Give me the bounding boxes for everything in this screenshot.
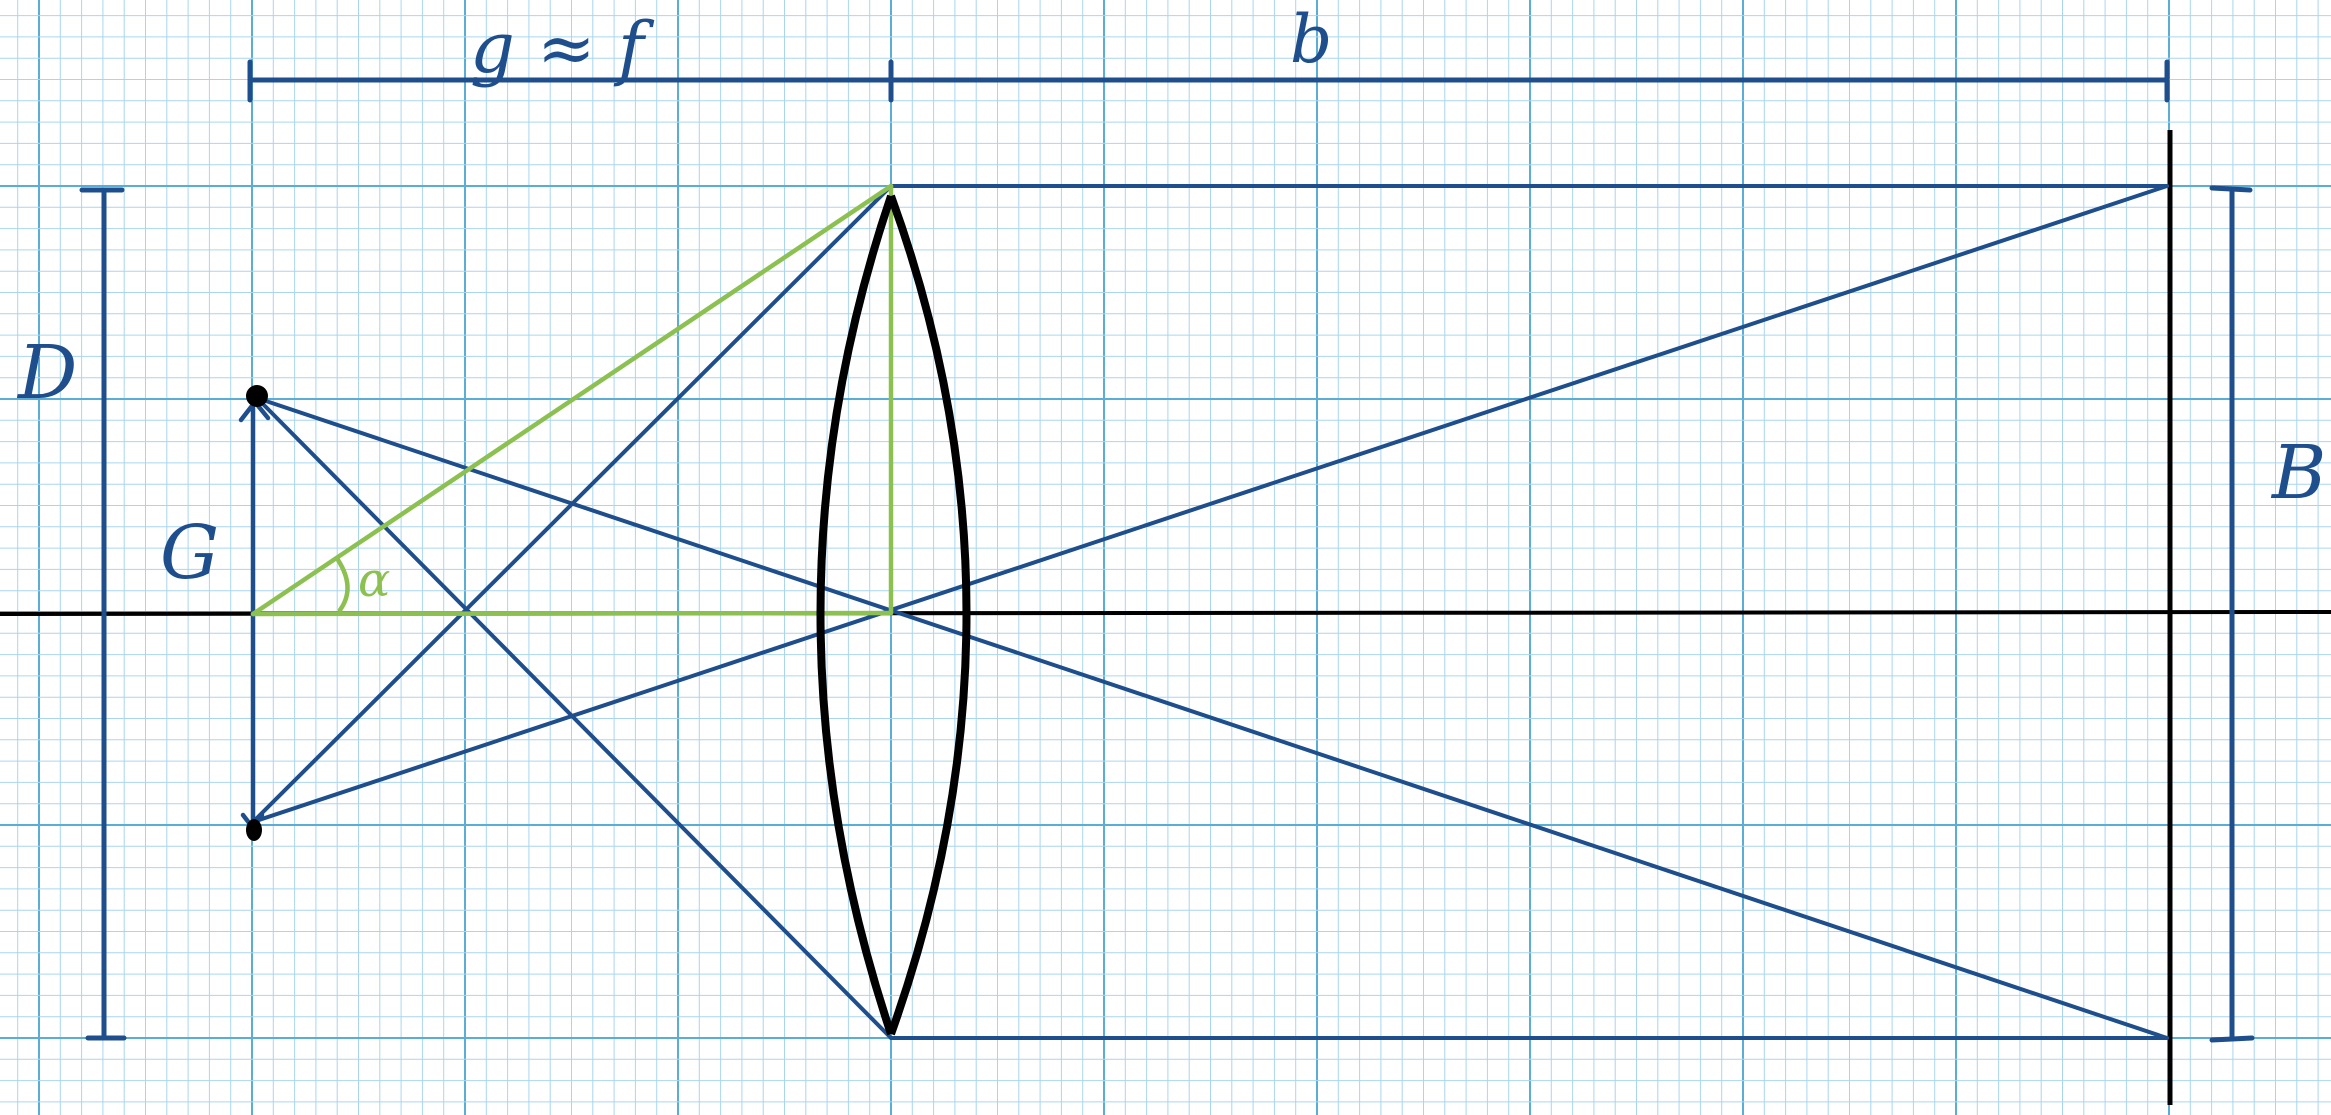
- image-size-dimension: [2209, 185, 2255, 1043]
- angle-construction: [250, 183, 894, 617]
- image-distance-label: b: [1290, 1, 1332, 78]
- distance-dimension-line: [247, 59, 2170, 103]
- rays: [251, 184, 2169, 1040]
- angle-label: α: [358, 552, 390, 608]
- lens-diameter-label: D: [16, 330, 77, 416]
- lens-diameter-dimension: [79, 187, 127, 1041]
- lens: [816, 194, 971, 1036]
- object-distance-label: g ≈ f: [470, 7, 655, 89]
- object-size-label: G: [160, 510, 219, 596]
- object-top-point: [246, 385, 268, 407]
- image-size-label: B: [2270, 430, 2326, 516]
- object-bottom-point: [246, 819, 262, 841]
